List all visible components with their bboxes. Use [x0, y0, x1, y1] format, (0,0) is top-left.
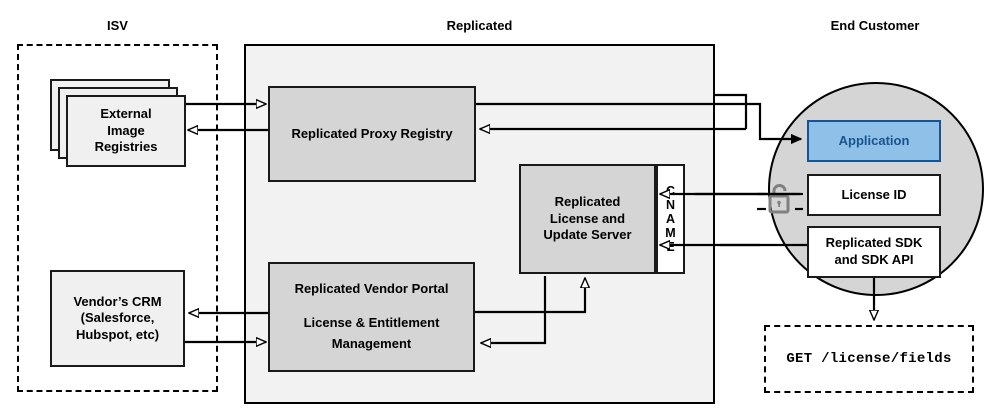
zone-title-isv: ISV [107, 18, 128, 33]
wire-customer-to-proxy-riser [715, 93, 748, 129]
license-server-label-3: Update Server [543, 227, 632, 243]
proxy-registry-label: Replicated Proxy Registry [291, 125, 453, 141]
license-server-label-1: Replicated [554, 194, 621, 210]
license-server-label-2: License and [549, 210, 626, 226]
vendor-crm-label-3: Hubspot, etc) [75, 326, 160, 342]
cname-letter-c: C [665, 184, 676, 198]
node-replicated-sdk[interactable]: Replicated SDK and SDK API [807, 226, 941, 278]
license-id-label: License ID [841, 186, 907, 202]
external-registries-label-3: Registries [94, 139, 158, 155]
node-license-id[interactable]: License ID [807, 174, 941, 216]
node-replicated-vendor-portal[interactable]: Replicated Vendor Portal License & Entit… [268, 262, 475, 372]
node-vendor-crm[interactable]: Vendor’s CRM (Salesforce, Hubspot, etc) [50, 270, 185, 367]
node-application[interactable]: Application [807, 120, 941, 162]
unlocked-padlock-icon [765, 181, 795, 215]
cname-letter-n: N [665, 198, 676, 212]
node-external-image-registries[interactable]: External Image Registries [66, 95, 186, 167]
node-replicated-proxy-registry[interactable]: Replicated Proxy Registry [268, 86, 476, 182]
node-replicated-license-update-server[interactable]: Replicated License and Update Server [519, 164, 656, 274]
node-cname-endpoint[interactable]: C N A M E [656, 164, 685, 274]
zone-title-replicated: Replicated [446, 18, 513, 33]
application-label: Application [838, 132, 910, 148]
vendor-portal-label-3: Management [331, 336, 412, 352]
zone-title-end-customer: End Customer [830, 18, 920, 33]
isv-zone-boundary [17, 44, 218, 392]
api-call-box: GET /license/fields [764, 325, 974, 393]
cname-letter-m: M [665, 226, 676, 240]
sdk-label-1: Replicated SDK [825, 235, 923, 251]
cname-letter-e: E [666, 240, 675, 254]
vendor-portal-label-2: License & Entitlement [303, 315, 440, 331]
sdk-label-2: and SDK API [834, 252, 914, 267]
vendor-portal-label-1: Replicated Vendor Portal [294, 281, 449, 297]
external-registries-label-2: Image [107, 122, 145, 138]
cname-letter-a: A [665, 212, 676, 226]
vendor-crm-label-2: (Salesforce, [80, 310, 155, 326]
api-call-label: GET /license/fields [786, 351, 952, 367]
vendor-crm-label-1: Vendor’s CRM [73, 293, 162, 309]
external-registries-label-1: External [100, 106, 152, 122]
